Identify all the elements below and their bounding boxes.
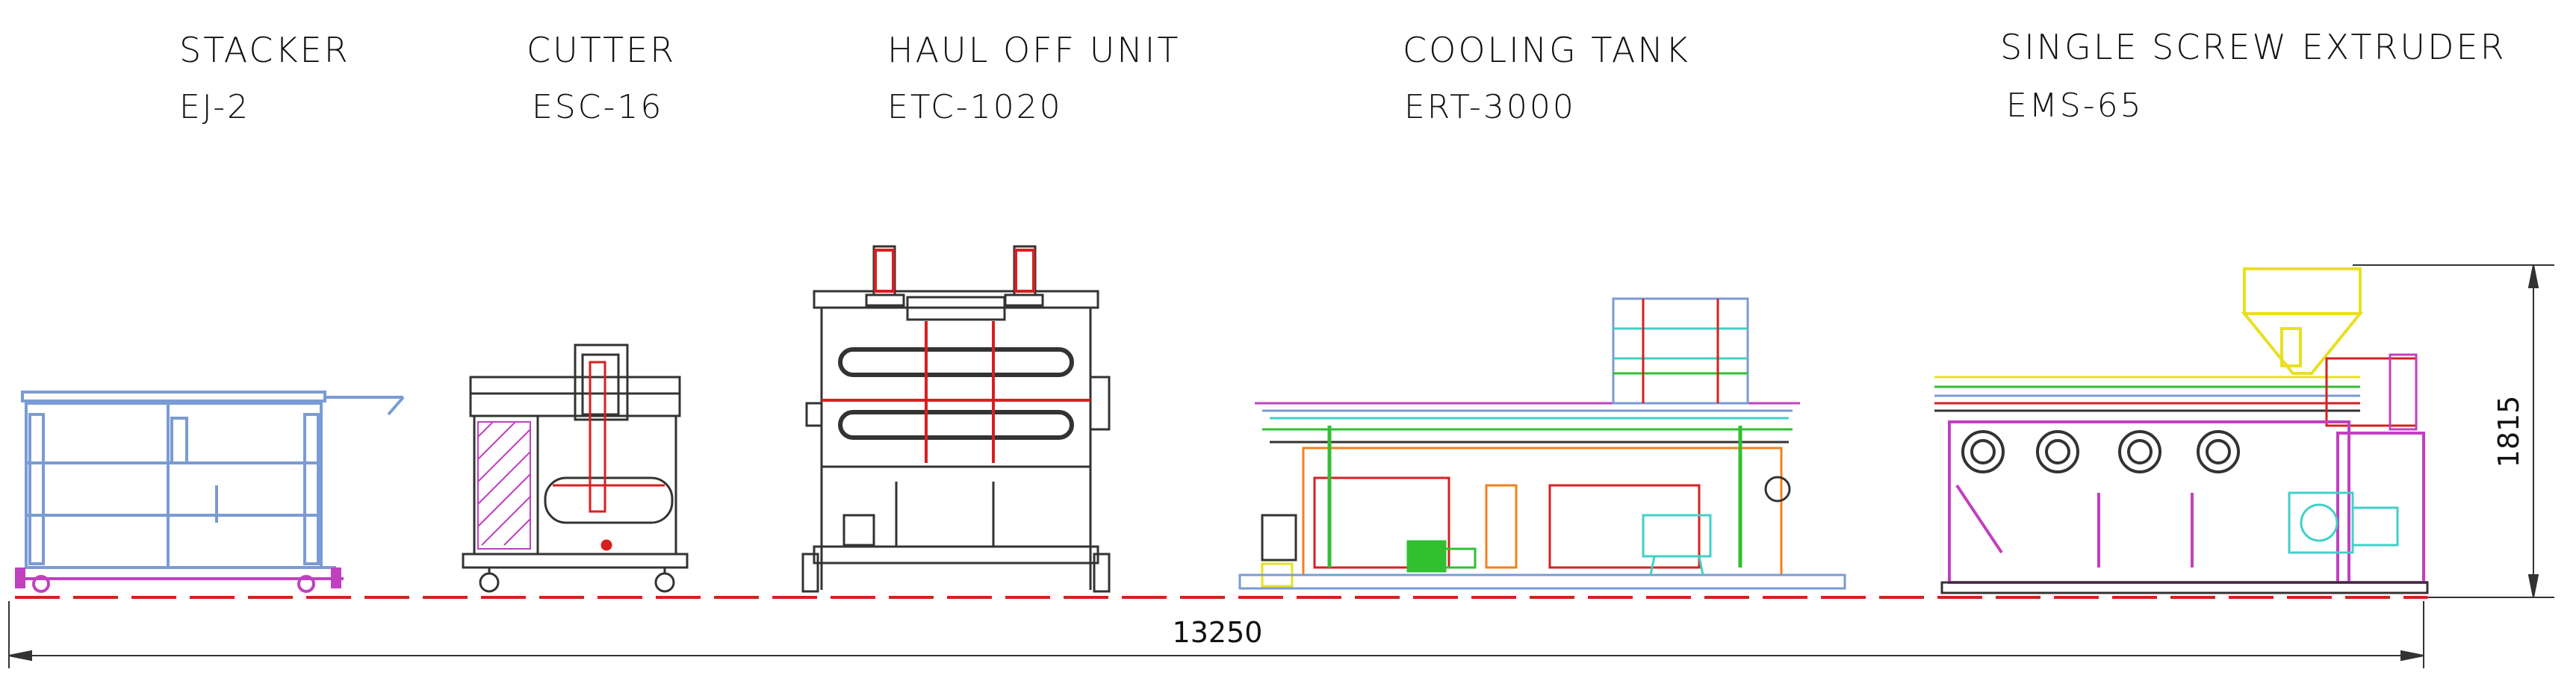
- machine-name-single-screw-extruder: SINGLE SCREW EXTRUDER: [2000, 27, 2507, 67]
- stacker-wheels: [15, 568, 344, 593]
- machine-name-stacker: STACKER: [179, 30, 350, 70]
- extruder-fans: [1961, 430, 2240, 473]
- dimension-height: [2353, 264, 2554, 598]
- machine-model-stacker: EJ-2: [179, 88, 251, 126]
- cooling-tank-spray-frame: [1612, 297, 1749, 405]
- cooling-tank-body: [1238, 447, 1846, 590]
- machine-name-cutter: CUTTER: [527, 30, 677, 70]
- cooling-tank-rails: [1255, 402, 1800, 444]
- haul-off-frame: [801, 245, 1111, 593]
- dimension-length: [8, 601, 2424, 668]
- cooling-tank-cyan-part: [1642, 514, 1712, 576]
- machine-model-cutter: ESC-16: [532, 88, 664, 126]
- dimension-length-label: 13250: [1173, 616, 1263, 649]
- machine-model-haul-off-unit: ETC-1020: [887, 88, 1063, 126]
- extruder-hopper: [2241, 267, 2364, 375]
- stacker-drawing: [21, 391, 405, 569]
- cooling-tank-wheel: [1764, 476, 1791, 503]
- haul-off-red-parts: [822, 249, 1090, 463]
- machine-model-single-screw-extruder: EMS-65: [2006, 87, 2144, 125]
- dimension-height-label: 1815: [2492, 396, 2525, 468]
- extruder-barrel: [1934, 353, 2418, 431]
- extruder-motor: [2288, 491, 2399, 554]
- cutter-hatch: [477, 421, 531, 550]
- cutter-red-parts: [553, 361, 665, 551]
- machine-model-cooling-tank: ERT-3000: [1404, 88, 1576, 126]
- haul-off-belts: [838, 347, 1074, 440]
- cutter-drawing: [462, 343, 689, 593]
- cooling-tank-pump: [1406, 540, 1477, 573]
- cooling-tank-stands: [1327, 426, 1742, 568]
- extruder-base: [1940, 581, 2429, 594]
- machine-name-cooling-tank: COOLING TANK: [1403, 30, 1690, 70]
- extruder-body: [1948, 420, 2427, 584]
- machine-name-haul-off-unit: HAUL OFF UNIT: [887, 30, 1181, 70]
